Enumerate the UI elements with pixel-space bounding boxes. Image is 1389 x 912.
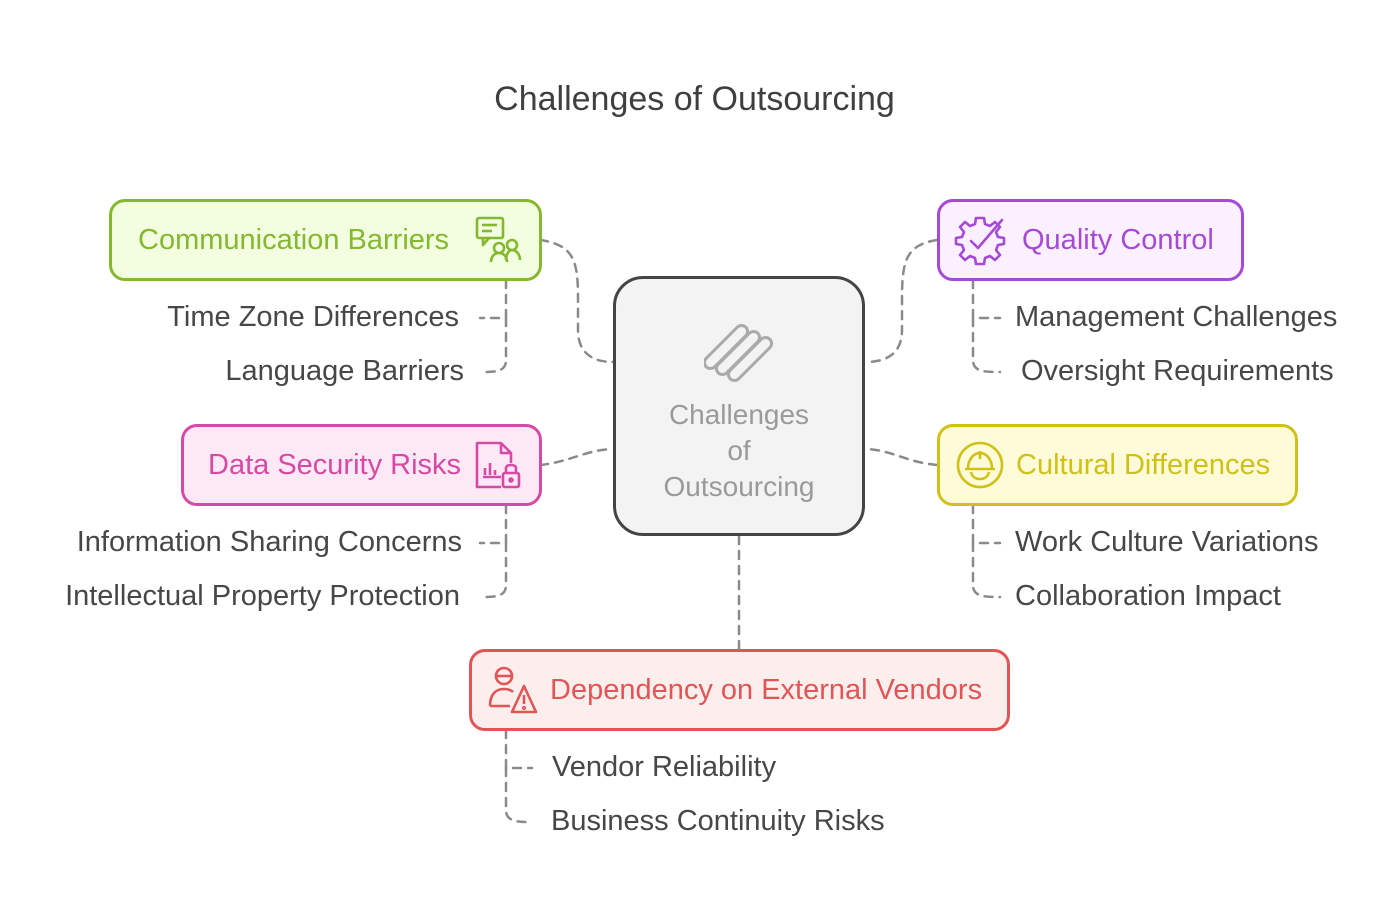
node-dependency-external-vendors: Dependency on External Vendors bbox=[469, 649, 1010, 731]
center-hub: Challenges of Outsourcing bbox=[613, 276, 865, 536]
diagram-title: Challenges of Outsourcing bbox=[494, 80, 895, 118]
node-label: Quality Control bbox=[1022, 223, 1214, 256]
globe-helmet-icon bbox=[956, 441, 1004, 489]
node-label: Data Security Risks bbox=[208, 448, 462, 481]
item-information-sharing-concerns: Information Sharing Concerns bbox=[76, 526, 462, 558]
node-communication-barriers: Communication Barriers bbox=[109, 199, 542, 281]
connector-cultural bbox=[863, 447, 939, 467]
node-label: Communication Barriers bbox=[138, 223, 450, 256]
person-warning-icon bbox=[488, 666, 538, 714]
node-cultural-differences: Cultural Differences bbox=[937, 424, 1298, 506]
connector-quality bbox=[863, 238, 939, 364]
item-business-continuity-risks: Business Continuity Risks bbox=[551, 805, 885, 837]
node-quality-control: Quality Control bbox=[937, 199, 1244, 281]
node-label: Dependency on External Vendors bbox=[550, 673, 983, 706]
item-management-challenges: Management Challenges bbox=[1015, 301, 1338, 333]
file-chart-lock-icon bbox=[475, 441, 521, 489]
stacked-pills-icon bbox=[704, 323, 774, 383]
item-oversight-requirements: Oversight Requirements bbox=[1021, 355, 1334, 387]
node-data-security-risks: Data Security Risks bbox=[181, 424, 542, 506]
gear-check-icon bbox=[954, 216, 1006, 266]
item-work-culture-variations: Work Culture Variations bbox=[1015, 526, 1319, 558]
connector-communication bbox=[538, 238, 615, 364]
connector-security bbox=[538, 447, 615, 467]
item-language-barriers: Language Barriers bbox=[225, 355, 464, 387]
chat-people-icon bbox=[475, 216, 522, 263]
item-vendor-reliability: Vendor Reliability bbox=[552, 751, 777, 783]
node-label: Cultural Differences bbox=[1016, 448, 1271, 481]
item-intellectual-property-protection: Intellectual Property Protection bbox=[65, 580, 460, 612]
item-collaboration-impact: Collaboration Impact bbox=[1015, 580, 1281, 612]
item-time-zone-differences: Time Zone Differences bbox=[167, 301, 459, 333]
center-label: Challenges of Outsourcing bbox=[663, 399, 815, 502]
